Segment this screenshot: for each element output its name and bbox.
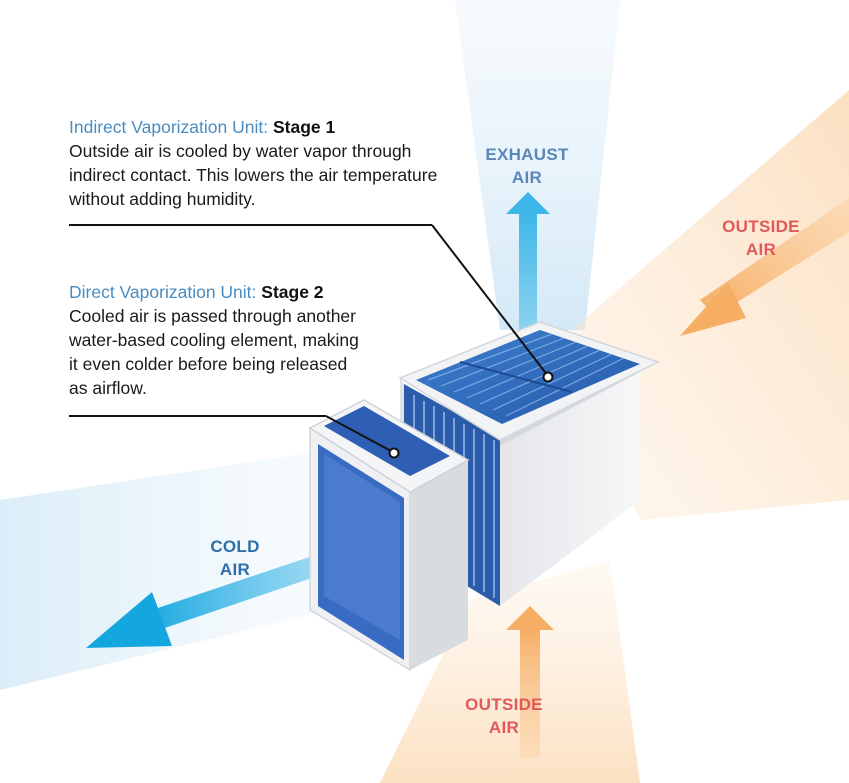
stage1-callout: Indirect Vaporization Unit: Stage 1 Outs… bbox=[69, 115, 449, 211]
stage2-leader-line bbox=[69, 415, 400, 459]
outside-air-label-bottom: OUTSIDE AIR bbox=[465, 695, 543, 737]
stage1-heading: Indirect Vaporization Unit: Stage 1 bbox=[69, 115, 449, 139]
cold-air-stream bbox=[0, 450, 330, 690]
exhaust-arrow bbox=[506, 192, 550, 332]
stage2-unit-name: Direct Vaporization Unit: bbox=[69, 282, 257, 302]
outside-air-label-top: OUTSIDE AIR bbox=[722, 217, 800, 259]
stage2-callout: Direct Vaporization Unit: Stage 2 Cooled… bbox=[69, 280, 369, 400]
outside-air-arrow-top bbox=[680, 198, 849, 336]
stage1-leader-line bbox=[69, 224, 554, 383]
direct-vaporization-unit bbox=[308, 399, 470, 672]
cold-air-label: COLD AIR bbox=[210, 537, 260, 579]
cold-air-arrow bbox=[86, 545, 350, 648]
exhaust-air-stream bbox=[455, 0, 620, 330]
stage2-description: Cooled air is passed through another wat… bbox=[69, 306, 359, 398]
outside-air-arrow-bottom bbox=[506, 606, 554, 758]
exhaust-air-label: EXHAUST AIR bbox=[485, 145, 569, 187]
stage1-description: Outside air is cooled by water vapor thr… bbox=[69, 141, 438, 209]
stage1-unit-name: Indirect Vaporization Unit: bbox=[69, 117, 269, 137]
stage1-stage-label: Stage 1 bbox=[272, 117, 336, 137]
outside-air-stream-bottom bbox=[380, 560, 640, 783]
stage2-stage-label: Stage 2 bbox=[261, 282, 324, 302]
stage2-heading: Direct Vaporization Unit: Stage 2 bbox=[69, 280, 369, 304]
